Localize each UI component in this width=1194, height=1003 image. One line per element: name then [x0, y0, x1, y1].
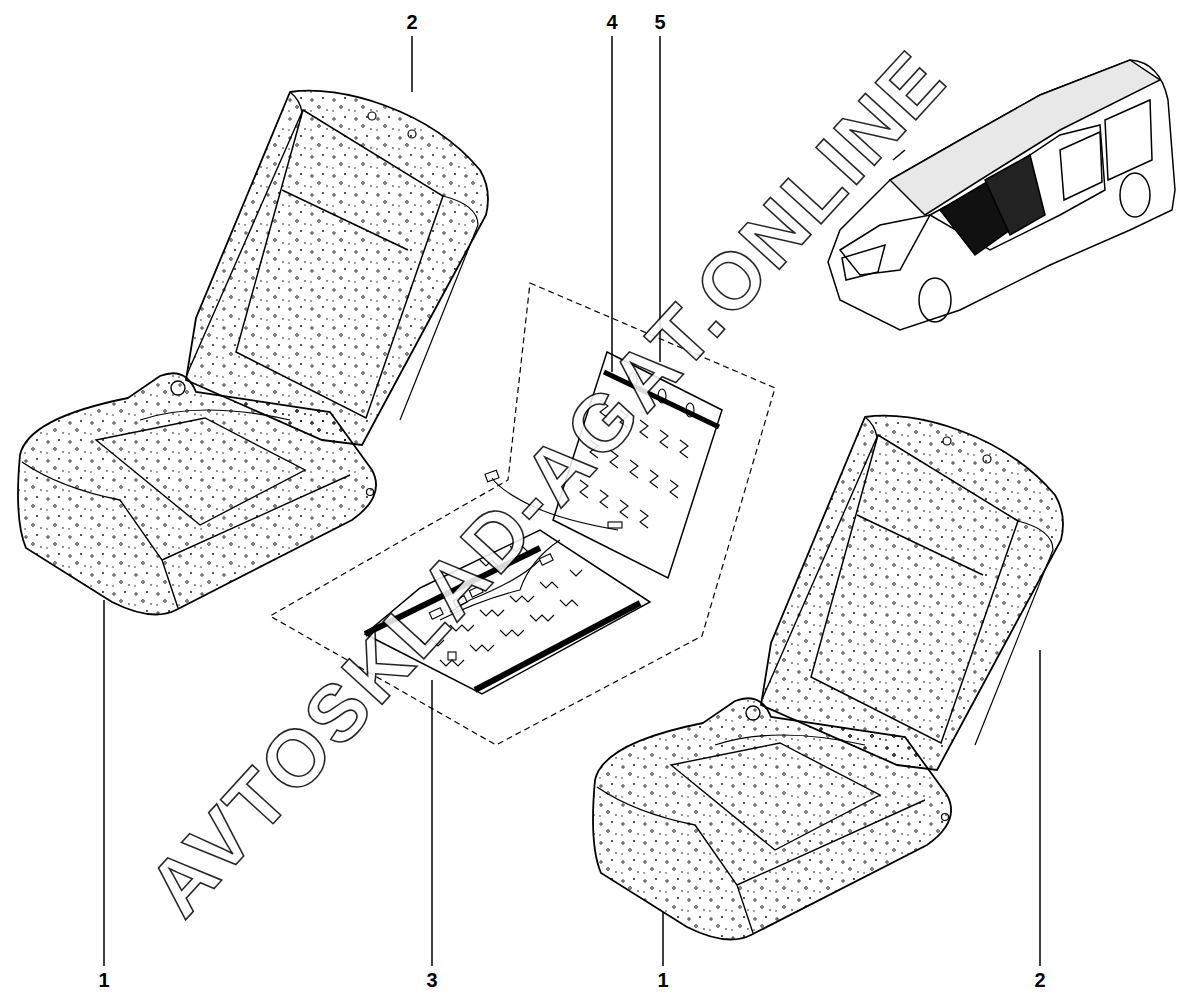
callout-number: 5: [654, 12, 665, 32]
callout-number: 3: [426, 970, 437, 990]
callout-number: 2: [406, 12, 417, 32]
callout-number: 1: [657, 970, 668, 990]
callout-number: 4: [606, 12, 617, 32]
callout-number: 2: [1034, 970, 1045, 990]
callout-number: 1: [98, 970, 109, 990]
